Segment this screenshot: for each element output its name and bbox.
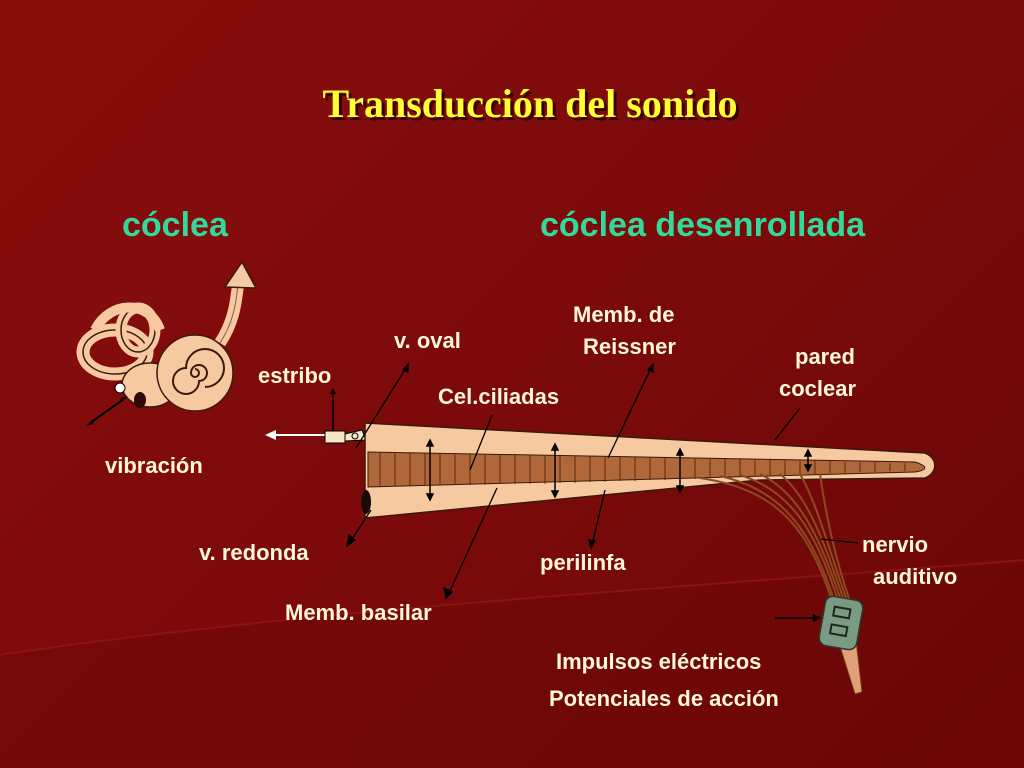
label-auditivo: auditivo <box>873 564 958 589</box>
electrode-icon <box>818 595 864 651</box>
label-v-redonda: v. redonda <box>199 540 309 565</box>
uncoiled-cochlea <box>361 422 936 695</box>
label-estribo: estribo <box>258 363 332 388</box>
label-v-oval: v. oval <box>394 328 461 353</box>
leader-lines <box>346 362 859 600</box>
label-pared-coclear-1: pared <box>795 344 855 369</box>
label-vibracion: vibración <box>105 453 203 478</box>
label-cel-ciliadas: Cel.ciliadas <box>438 384 560 409</box>
slide-title: Transducción del sonido <box>322 81 738 126</box>
label-pared-coclear-2: coclear <box>779 376 857 401</box>
heading-coclea-desenrollada: cóclea desenrollada <box>540 206 866 244</box>
stapes-icon <box>324 429 367 444</box>
label-memb-basilar: Memb. basilar <box>285 600 432 625</box>
vibration-arrow <box>89 398 125 424</box>
label-memb-reissner-2: Reissner <box>583 334 676 359</box>
label-impulsos-electricos: Impulsos eléctricos <box>556 649 762 674</box>
inner-ear-illustration <box>76 260 258 412</box>
label-perilinfa: perilinfa <box>540 550 626 575</box>
label-memb-reissner-1: Memb. de <box>573 302 675 327</box>
heading-coclea: cóclea <box>122 206 228 244</box>
label-potenciales-de-accion: Potenciales de acción <box>549 686 779 711</box>
label-nervio: nervio <box>862 532 929 557</box>
